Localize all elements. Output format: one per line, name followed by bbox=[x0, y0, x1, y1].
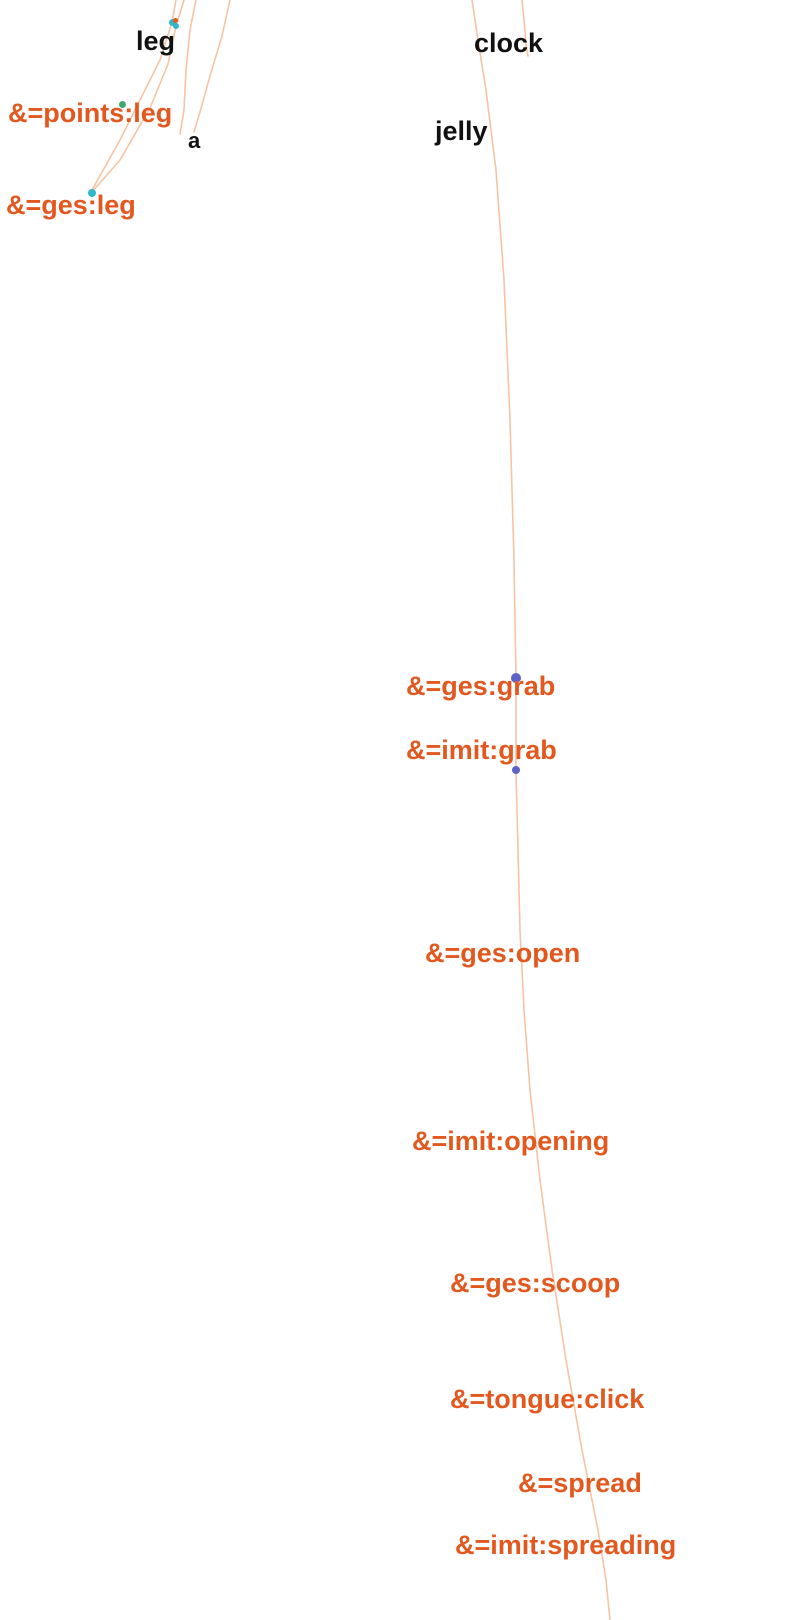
annotation-node-imit-spreading[interactable]: &=imit:spreading bbox=[455, 1530, 677, 1560]
word-node-jelly[interactable]: jelly bbox=[435, 116, 488, 146]
annotation-node-ges-scoop[interactable]: &=ges:scoop bbox=[450, 1268, 621, 1298]
word-node-a[interactable]: a bbox=[188, 128, 201, 153]
node-dot-marker bbox=[88, 189, 96, 197]
annotation-node-spread[interactable]: &=spread bbox=[518, 1468, 642, 1498]
word-node-leg[interactable]: leg bbox=[136, 26, 176, 56]
annotation-node-tongue-click[interactable]: &=tongue:click bbox=[450, 1384, 645, 1414]
annotation-node-ges-grab[interactable]: &=ges:grab bbox=[406, 671, 556, 701]
word-node-clock[interactable]: clock bbox=[474, 28, 544, 58]
annotation-node-ges-open[interactable]: &=ges:open bbox=[425, 938, 581, 968]
annotation-node-ges-leg[interactable]: &=ges:leg bbox=[6, 190, 136, 220]
edge-line bbox=[179, 0, 197, 135]
node-dot-marker bbox=[512, 766, 520, 774]
annotation-node-points-leg[interactable]: &=points:leg bbox=[8, 98, 173, 128]
node-dot-marker bbox=[173, 23, 179, 29]
edge-line bbox=[193, 0, 231, 133]
node-dot-marker bbox=[118, 100, 126, 108]
node-dot-marker bbox=[172, 17, 178, 23]
node-dot-marker bbox=[511, 673, 521, 683]
annotation-node-imit-grab[interactable]: &=imit:grab bbox=[406, 735, 557, 765]
annotation-node-imit-opening[interactable]: &=imit:opening bbox=[412, 1126, 610, 1156]
node-dot-marker bbox=[168, 18, 176, 26]
